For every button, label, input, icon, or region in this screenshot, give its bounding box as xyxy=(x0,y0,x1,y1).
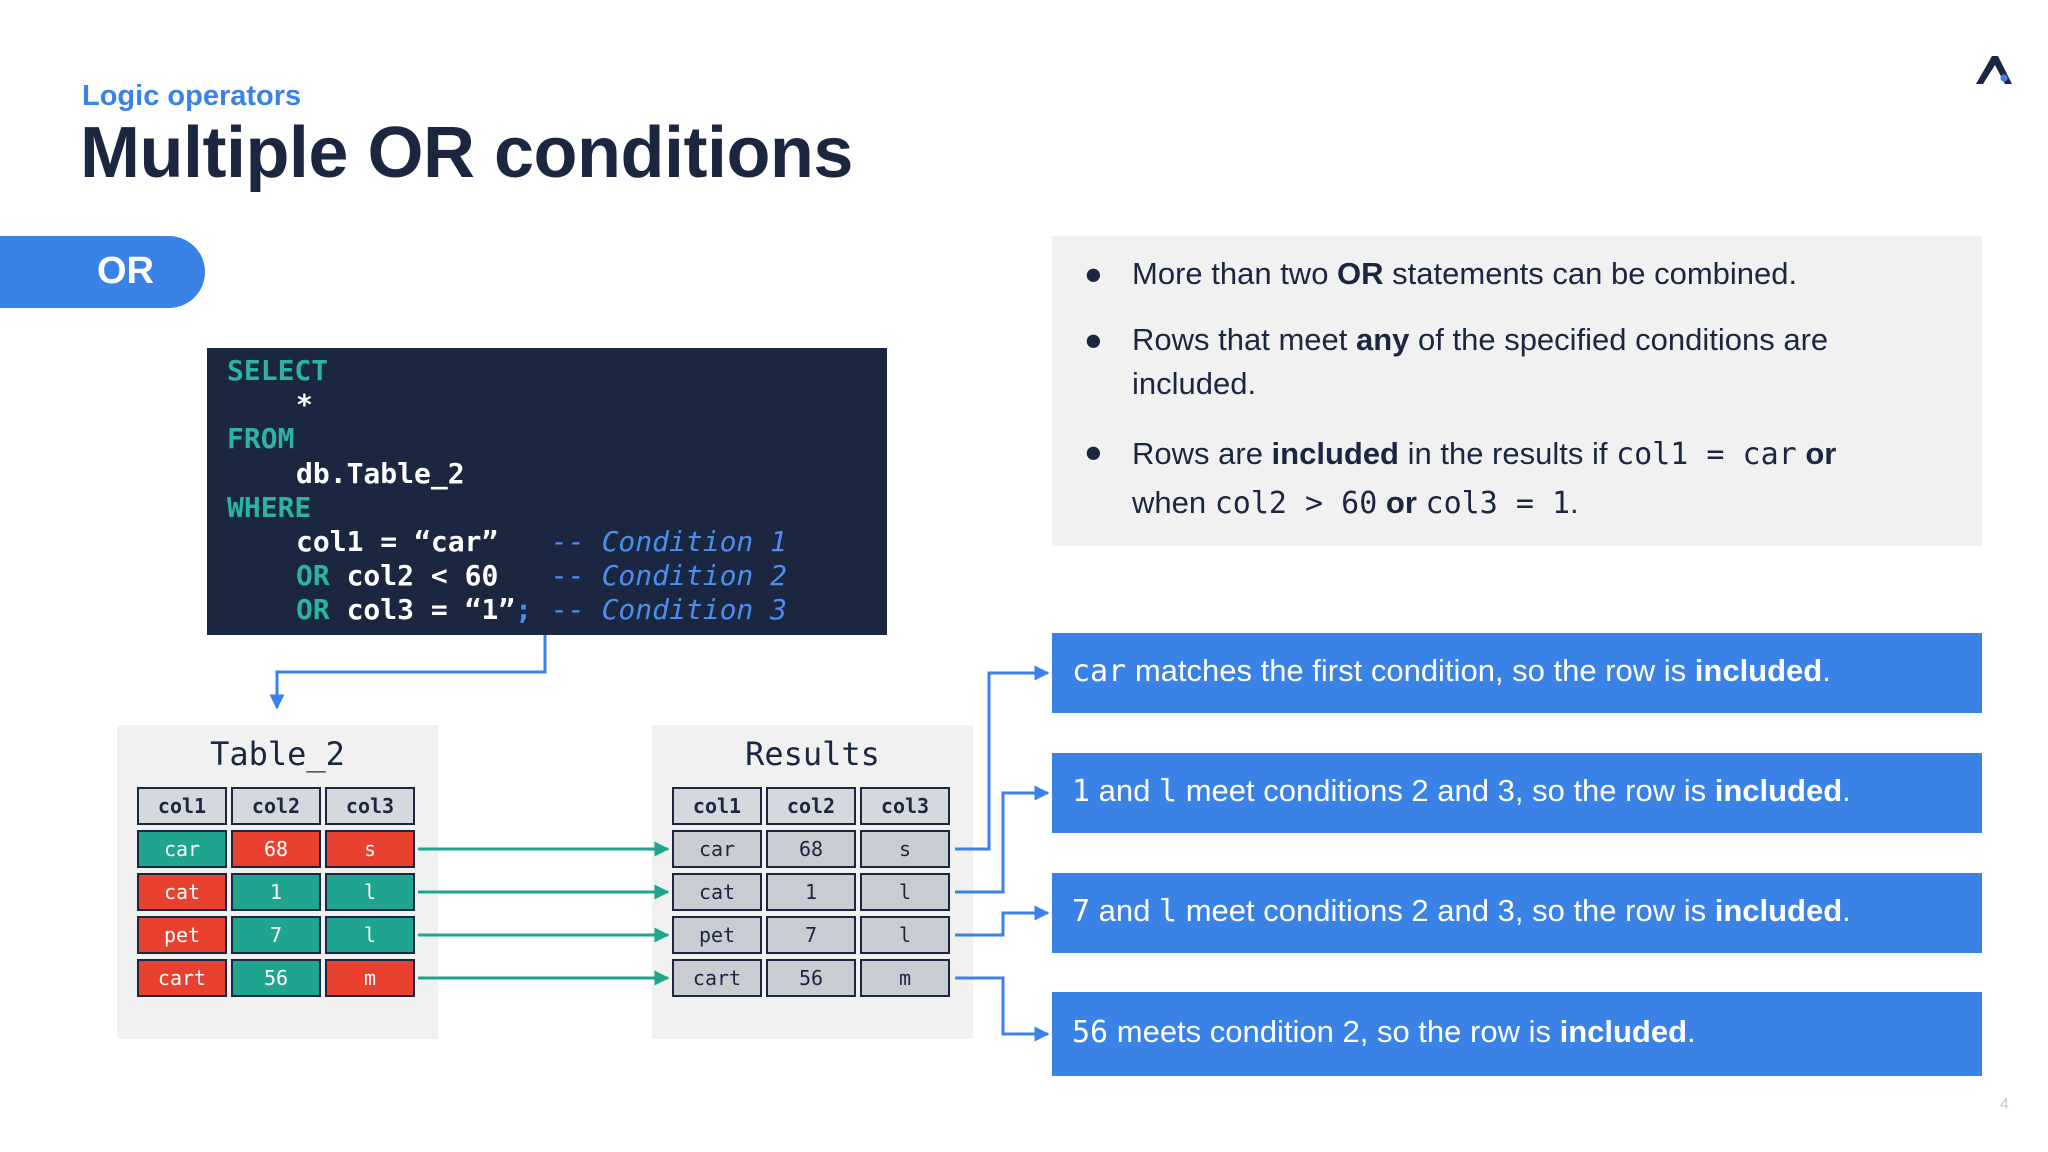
table-cell: l xyxy=(325,916,415,954)
result-4-arrow xyxy=(955,976,1050,1042)
table-header: col1 xyxy=(672,787,762,825)
table-header: col3 xyxy=(860,787,950,825)
code-to-table-arrow xyxy=(269,635,547,710)
table-header: col1 xyxy=(137,787,227,825)
table-cell: 1 xyxy=(231,873,321,911)
page-number: 4 xyxy=(2000,1096,2009,1113)
table-cell: car xyxy=(137,830,227,868)
bullet-icon: ● xyxy=(1084,322,1103,357)
table-cell: 7 xyxy=(766,916,856,954)
code-star: * xyxy=(296,388,313,421)
sql-code-block: SELECT * FROM db.Table_2 WHERE col1 = “c… xyxy=(207,348,887,635)
table-header: col2 xyxy=(766,787,856,825)
result-2-arrow xyxy=(955,785,1050,894)
table-header: col2 xyxy=(231,787,321,825)
code-condition-3: OR col3 = “1”; xyxy=(296,593,532,627)
table-cell: 56 xyxy=(766,959,856,997)
results-panel: Results col1 col2 col3 car 68 s cat 1 l … xyxy=(652,725,973,1039)
table-cell: m xyxy=(860,959,950,997)
explanation-row-3: 7 and l meet conditions 2 and 3, so the … xyxy=(1052,873,1982,953)
note-bullet-1: More than two OR statements can be combi… xyxy=(1132,256,1798,291)
table-cell: 56 xyxy=(231,959,321,997)
section-kicker: Logic operators xyxy=(82,80,302,112)
code-or-keyword: OR xyxy=(296,559,330,592)
table-cell: l xyxy=(325,873,415,911)
table2-title: Table_2 xyxy=(210,735,345,773)
explanation-row-4: 56 meets condition 2, so the row is incl… xyxy=(1052,992,1982,1076)
code-condition-3-expr: col3 = “1” xyxy=(346,593,516,626)
code-comment-2: -- Condition 2 xyxy=(551,559,788,592)
code-condition-1: col1 = “car” xyxy=(296,525,498,559)
table-cell: pet xyxy=(672,916,762,954)
code-select-keyword: SELECT xyxy=(227,354,329,387)
table-cell: s xyxy=(325,830,415,868)
explanation-row-1: car matches the first condition, so the … xyxy=(1052,633,1982,713)
code-table-name: db.Table_2 xyxy=(296,457,465,490)
table-cell: cat xyxy=(137,873,227,911)
results-title: Results xyxy=(745,735,880,773)
notes-panel: ● More than two OR statements can be com… xyxy=(1052,236,1982,546)
table-cell: l xyxy=(860,873,950,911)
note-bullet-2: Rows that meet any of the specified cond… xyxy=(1132,322,1829,401)
bullet-icon: ● xyxy=(1084,256,1103,291)
table-cell: car xyxy=(672,830,762,868)
or-operator-badge: OR xyxy=(0,236,205,308)
table-cell: l xyxy=(860,916,950,954)
table-header: col3 xyxy=(325,787,415,825)
code-comment-3: -- Condition 3 xyxy=(551,593,788,626)
table-cell: cat xyxy=(672,873,762,911)
table-cell: cart xyxy=(672,959,762,997)
brand-logo-icon xyxy=(1976,56,2012,84)
table-cell: 7 xyxy=(231,916,321,954)
table-cell: pet xyxy=(137,916,227,954)
table2-panel: Table_2 col1 col2 col3 car 68 s cat 1 l … xyxy=(117,725,438,1039)
code-condition-1-expr: col1 = “car” xyxy=(296,525,499,558)
code-condition-2-expr: col2 < 60 xyxy=(346,559,499,592)
result-3-arrow xyxy=(955,905,1050,937)
code-or-keyword: OR xyxy=(296,593,330,626)
code-comment-1: -- Condition 1 xyxy=(551,525,788,558)
table-cell: s xyxy=(860,830,950,868)
code-condition-2: OR col2 < 60 xyxy=(296,559,498,593)
code-from-keyword: FROM xyxy=(227,422,295,455)
table-cell: 1 xyxy=(766,873,856,911)
table-cell: cart xyxy=(137,959,227,997)
code-semicolon: ; xyxy=(515,593,533,626)
table-cell: 68 xyxy=(231,830,321,868)
table-cell: 68 xyxy=(766,830,856,868)
code-where-keyword: WHERE xyxy=(227,491,312,524)
or-operator-label: OR xyxy=(97,250,154,292)
note-bullet-3: Rows are included in the results if col1… xyxy=(1132,436,1837,521)
explanation-row-2: 1 and l meet conditions 2 and 3, so the … xyxy=(1052,753,1982,833)
page-title: Multiple OR conditions xyxy=(80,113,853,193)
table-cell: m xyxy=(325,959,415,997)
result-1-arrow xyxy=(955,665,1050,851)
bullet-icon: ● xyxy=(1084,434,1103,469)
